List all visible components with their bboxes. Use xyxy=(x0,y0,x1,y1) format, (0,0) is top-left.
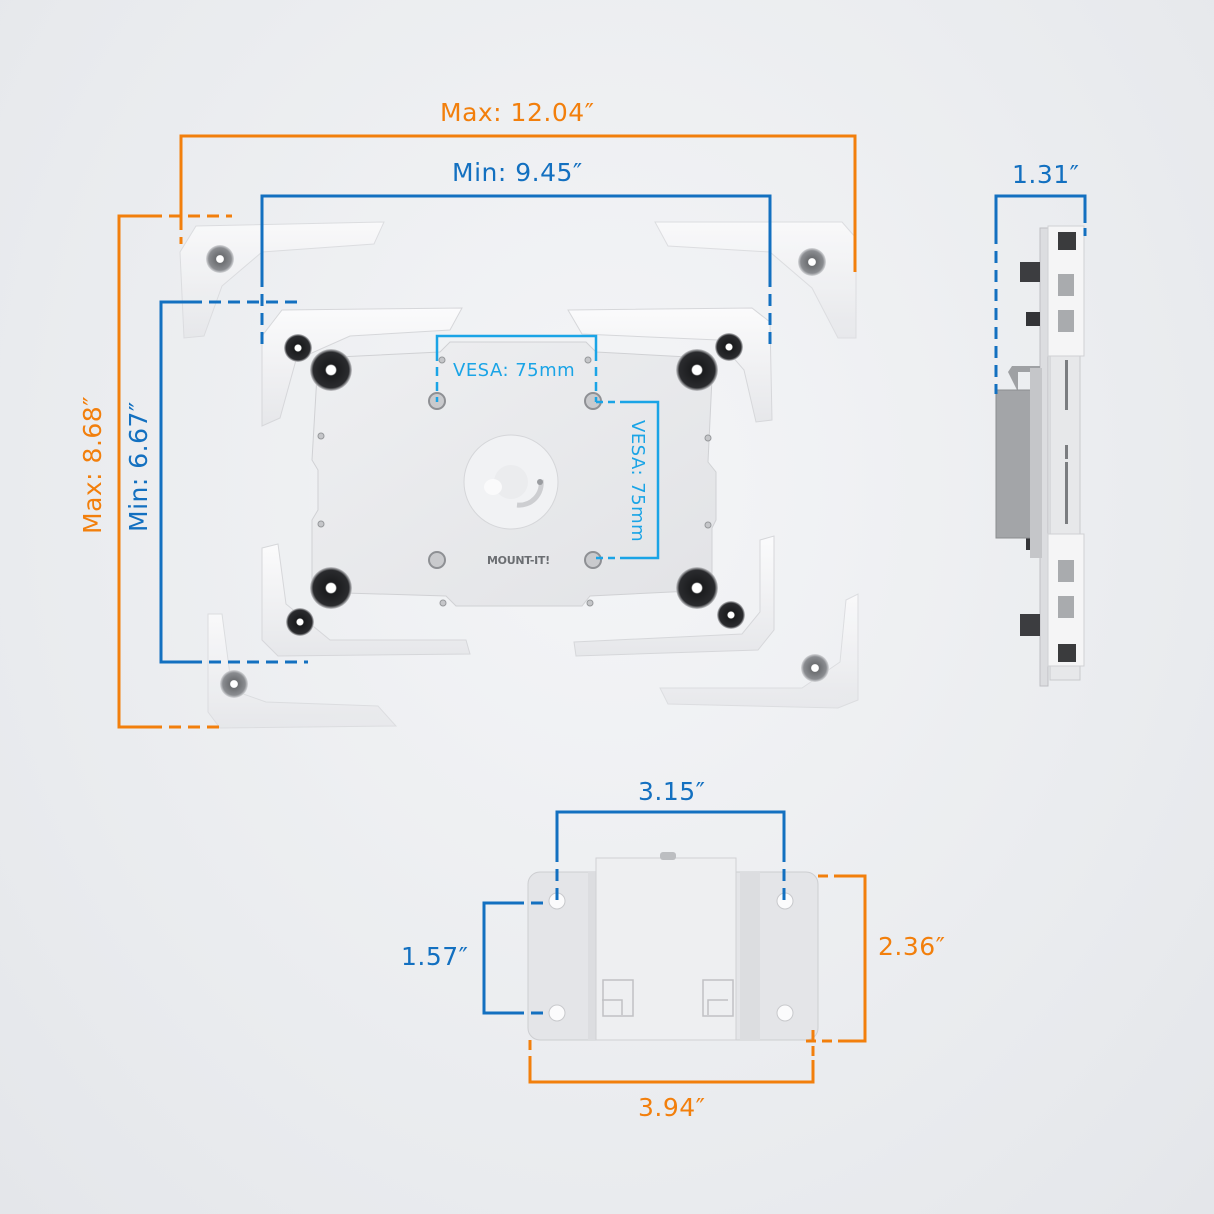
corner-pads xyxy=(310,349,718,609)
max-width-line xyxy=(179,134,857,272)
vesa-horizontal-label: VESA: 75mm xyxy=(453,360,576,381)
depth-line xyxy=(994,194,1087,394)
min-width-line xyxy=(260,194,772,345)
hole-spacing-horizontal-label: 3.15″ xyxy=(638,777,706,806)
vesa-vertical-label: VESA: 75mm xyxy=(627,420,648,543)
min-height-line xyxy=(159,300,308,664)
plate-height-label: 2.36″ xyxy=(878,932,946,961)
outer-arm-knobs xyxy=(206,245,829,698)
min-width-label: Min: 9.45″ xyxy=(452,158,583,187)
small-screws xyxy=(317,356,712,607)
hole-spacing-vertical-line xyxy=(482,901,550,1015)
plate-height-line xyxy=(806,874,867,1043)
vesa-vertical-line xyxy=(596,400,660,560)
depth-label: 1.31″ xyxy=(1012,160,1080,189)
plate-width-label: 3.94″ xyxy=(638,1093,706,1122)
max-width-label: Max: 12.04″ xyxy=(440,98,595,127)
vesa-horizontal-line xyxy=(435,334,598,402)
hole-spacing-vertical-label: 1.57″ xyxy=(401,942,469,971)
max-height-label: Max: 8.68″ xyxy=(78,395,107,534)
min-height-label: Min: 6.67″ xyxy=(124,401,153,532)
plate-width-line xyxy=(528,1030,815,1084)
hole-spacing-horizontal-line xyxy=(555,810,786,903)
front-view xyxy=(117,134,859,729)
side-view xyxy=(994,194,1087,687)
max-height-line xyxy=(117,214,232,729)
inner-arm-knobs xyxy=(284,333,745,636)
brand-logo: MOUNT-IT! xyxy=(487,554,550,567)
wall-plate-view xyxy=(482,810,867,1084)
